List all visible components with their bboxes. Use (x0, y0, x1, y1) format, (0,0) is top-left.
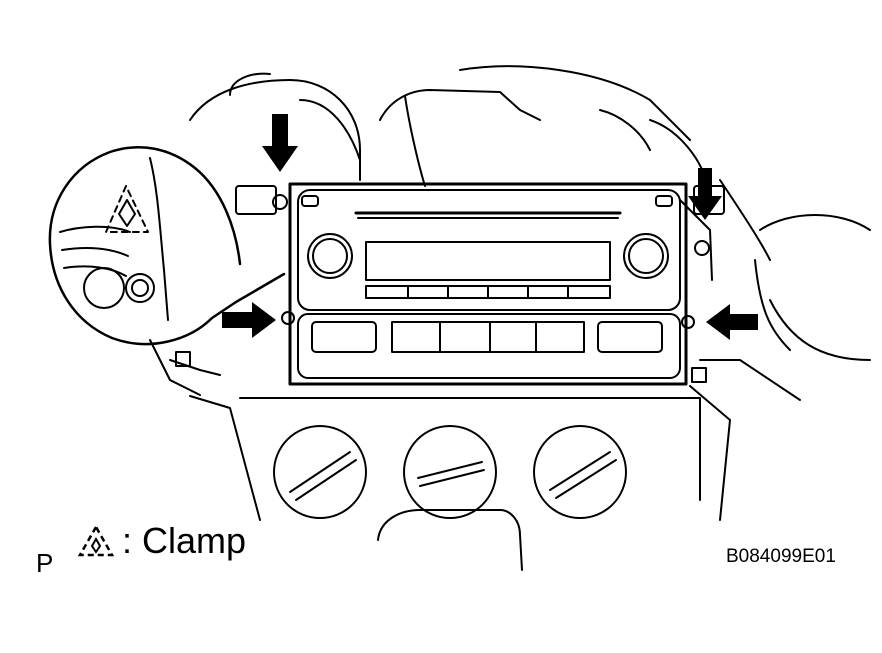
figure-code: B084099E01 (726, 546, 836, 567)
legend-text: : Clamp (122, 520, 247, 561)
arrow-top-right (688, 168, 722, 220)
arrow-right (706, 304, 758, 340)
arrow-top-left (262, 114, 298, 172)
dashboard-outline (149, 65, 871, 401)
radio-unit (272, 182, 710, 386)
arrow-left (222, 302, 276, 338)
console-vents (189, 385, 731, 571)
clamp-detail-callout (48, 146, 286, 346)
page-letter: P (36, 548, 54, 578)
legend: : Clamp (76, 520, 246, 562)
clamp-triangle-icon (77, 524, 115, 557)
